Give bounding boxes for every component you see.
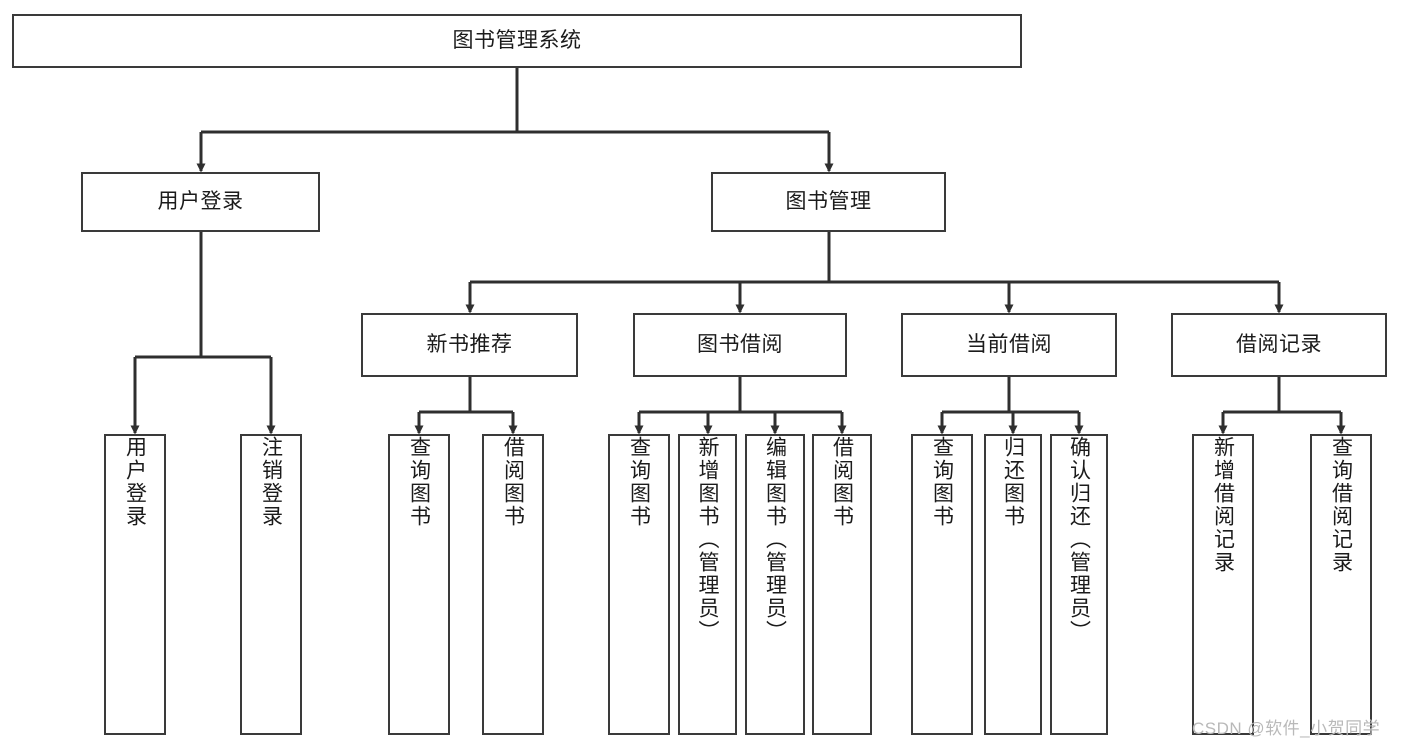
node-leaf_borrow_book1[interactable]: 借阅图书 — [482, 434, 544, 735]
node-leaf_user_login[interactable]: 用户登录 — [104, 434, 166, 735]
node-label: 注销登录 — [259, 436, 283, 528]
node-label: 查询图书 — [407, 436, 431, 528]
node-book_manage[interactable]: 图书管理 — [711, 172, 946, 232]
node-leaf_add_book[interactable]: 新增图书（管理员） — [678, 434, 737, 735]
node-label: 归还图书 — [1001, 436, 1025, 528]
node-borrow_record[interactable]: 借阅记录 — [1171, 313, 1387, 377]
node-label: 图书管理 — [785, 190, 872, 214]
node-leaf_confirm_ret[interactable]: 确认归还（管理员） — [1050, 434, 1108, 735]
node-root[interactable]: 图书管理系统 — [12, 14, 1022, 68]
node-label: 新书推荐 — [426, 333, 513, 357]
node-book_borrow[interactable]: 图书借阅 — [633, 313, 847, 377]
node-label: 查询图书 — [930, 436, 954, 528]
node-new_book_rec[interactable]: 新书推荐 — [361, 313, 578, 377]
node-label: 确认归还（管理员） — [1067, 436, 1091, 643]
node-label: 图书借阅 — [697, 333, 783, 357]
node-label: 用户登录 — [157, 190, 244, 214]
node-leaf_borrow_book2[interactable]: 借阅图书 — [812, 434, 872, 735]
node-leaf_edit_book[interactable]: 编辑图书（管理员） — [745, 434, 805, 735]
node-label: 新增借阅记录 — [1211, 436, 1235, 574]
node-label: 当前借阅 — [966, 333, 1052, 357]
node-label: 用户登录 — [123, 436, 147, 528]
node-label: 借阅图书 — [501, 436, 525, 528]
node-leaf_return_book[interactable]: 归还图书 — [984, 434, 1042, 735]
node-leaf_add_record[interactable]: 新增借阅记录 — [1192, 434, 1254, 735]
node-leaf_query_record[interactable]: 查询借阅记录 — [1310, 434, 1372, 735]
node-leaf_query_book1[interactable]: 查询图书 — [388, 434, 450, 735]
node-label: 查询图书 — [627, 436, 651, 528]
node-label: 借阅记录 — [1236, 333, 1322, 357]
node-label: 借阅图书 — [830, 436, 854, 528]
node-user_login[interactable]: 用户登录 — [81, 172, 320, 232]
node-label: 新增图书（管理员） — [696, 436, 719, 643]
node-leaf_query_book2[interactable]: 查询图书 — [608, 434, 670, 735]
node-label: 图书管理系统 — [452, 29, 582, 53]
node-label: 查询借阅记录 — [1329, 436, 1353, 574]
node-current_borrow[interactable]: 当前借阅 — [901, 313, 1117, 377]
node-label: 编辑图书（管理员） — [763, 436, 787, 643]
watermark: CSDN @软件_小贺同学 — [1192, 719, 1381, 738]
node-leaf_logout[interactable]: 注销登录 — [240, 434, 302, 735]
node-leaf_query_book3[interactable]: 查询图书 — [911, 434, 973, 735]
